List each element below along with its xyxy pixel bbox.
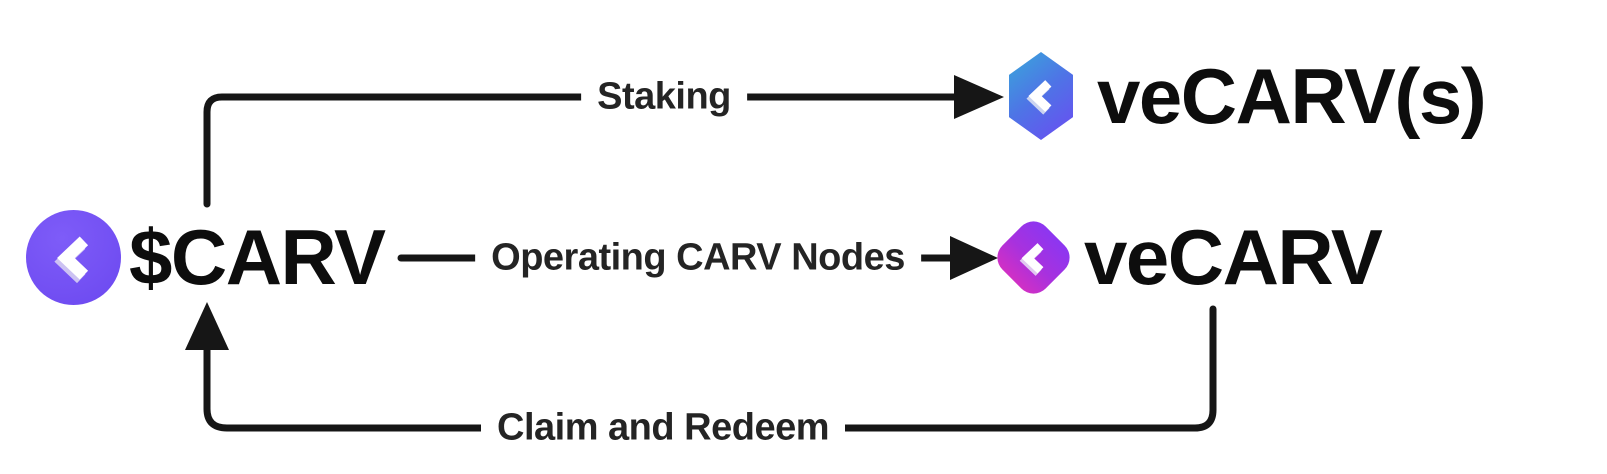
carv-chevron-icon <box>1019 241 1043 275</box>
vecarv-token-label: veCARV <box>1084 212 1383 301</box>
carv-diamond-shape <box>989 213 1077 301</box>
carv-chevron-icon <box>53 235 88 283</box>
node-vecarv: veCARV <box>989 212 1383 301</box>
edge-label-staking: Staking <box>581 73 747 121</box>
vecarv-s-token-label: veCARV(s) <box>1097 51 1487 140</box>
node-carv: $CARV <box>26 210 386 305</box>
edge-staking-arrowhead-icon <box>954 75 1004 119</box>
carv-token-label: $CARV <box>129 213 386 301</box>
edge-label-operating-carv-nodes: Operating CARV Nodes <box>475 234 921 282</box>
carv-circle-logo-icon <box>26 210 121 305</box>
edge-staking-path <box>203 93 958 208</box>
carv-diamond-logo-icon <box>989 213 1077 301</box>
carv-chevron-icon <box>1026 80 1052 115</box>
carv-hexagon-logo-icon <box>1009 52 1073 140</box>
edge-operating-arrowhead-icon <box>950 236 998 280</box>
edge-label-claim-and-redeem: Claim and Redeem <box>481 404 845 452</box>
node-vecarv-s: veCARV(s) <box>1009 51 1487 140</box>
edge-claim-redeem-arrowhead-icon <box>185 302 229 350</box>
